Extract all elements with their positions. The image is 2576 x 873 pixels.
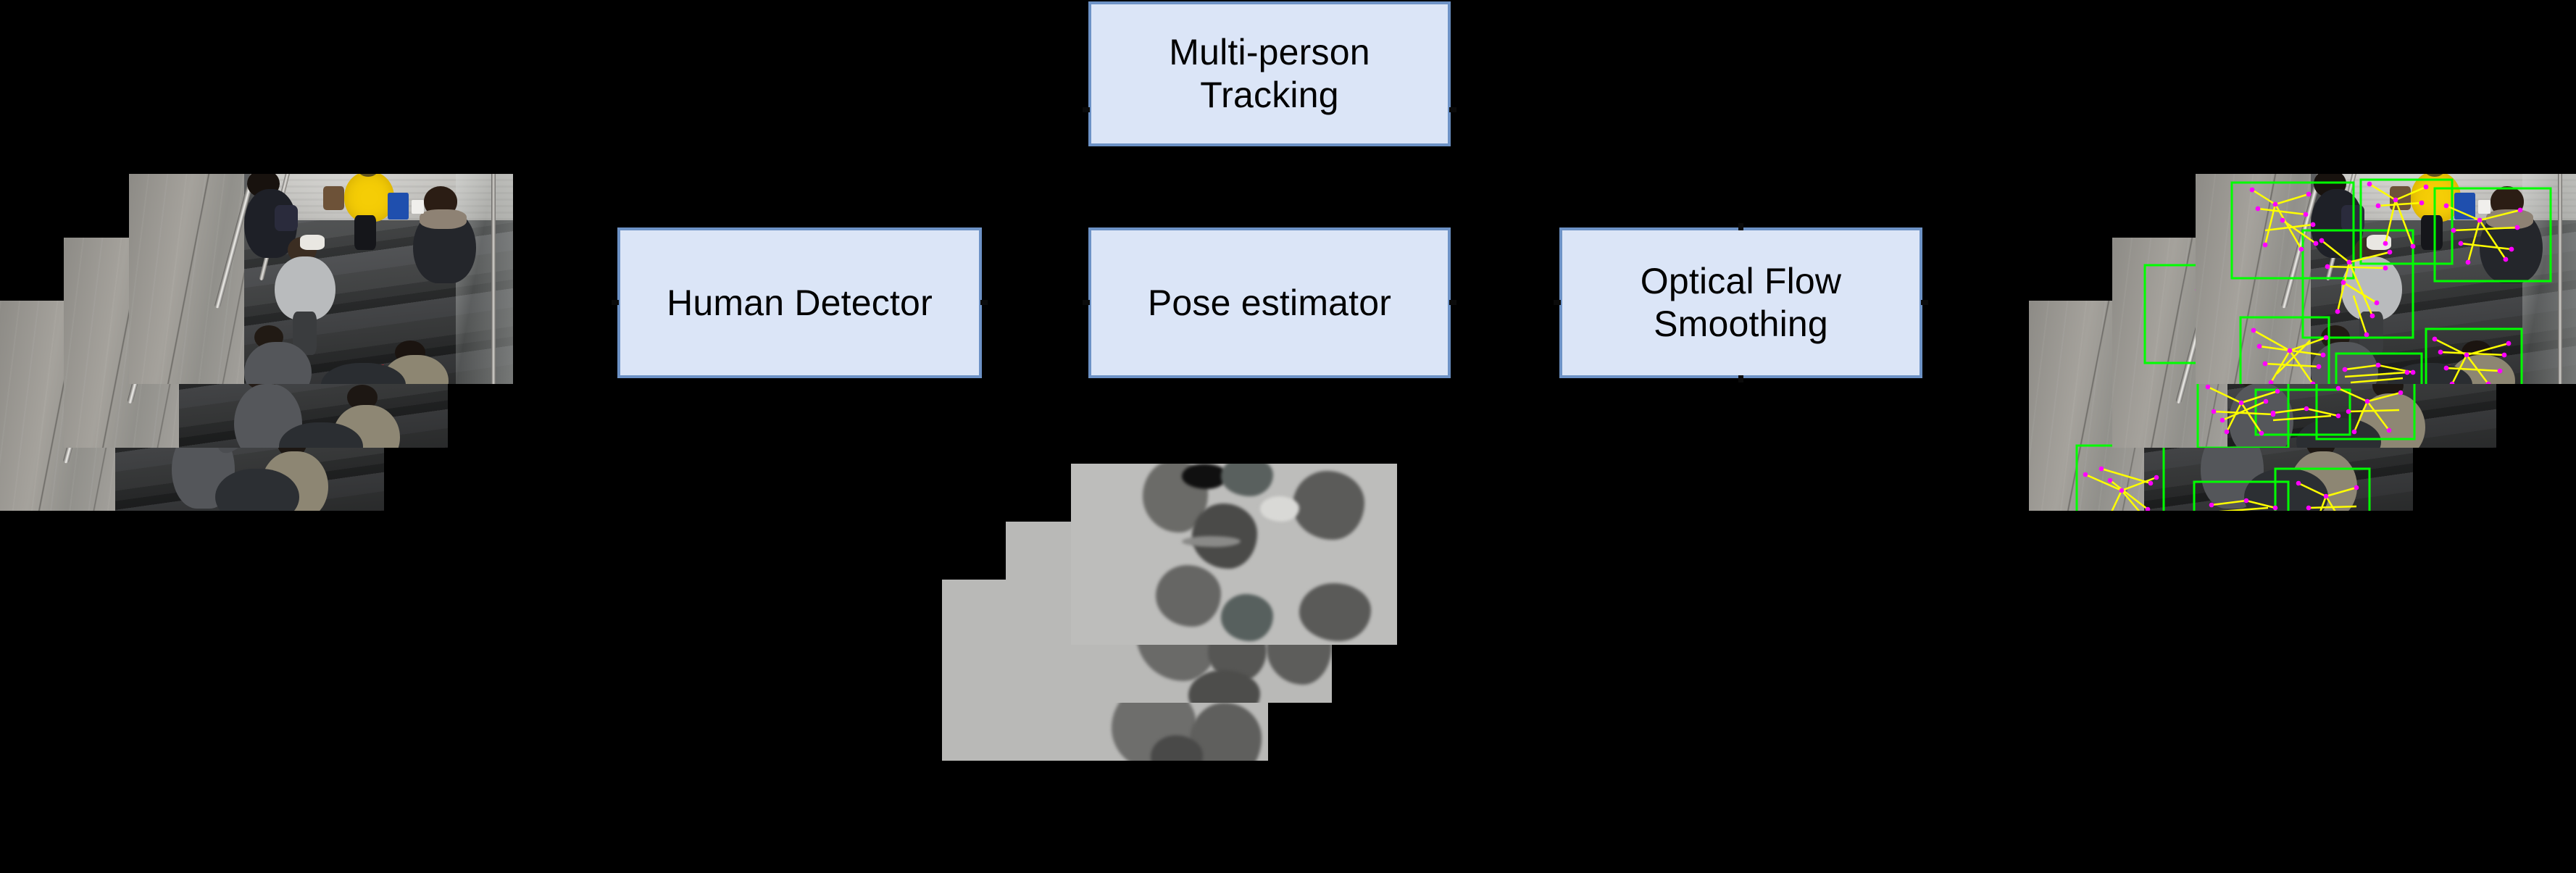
glass-balustrade <box>455 174 513 384</box>
flow-frame-1 <box>1071 464 1397 645</box>
connector-nub-left <box>1083 300 1090 305</box>
connector-nub-right <box>1921 300 1928 305</box>
flow-blob-person <box>1293 471 1364 540</box>
flow-blob-person <box>1221 464 1273 496</box>
pedestrian-fur-collar <box>412 186 478 283</box>
flow-blob-person <box>1182 464 1227 489</box>
input-video-frame-stack <box>0 174 529 536</box>
label-line-1: Optical Flow <box>1640 261 1842 301</box>
pedestrian-yellow-jacket <box>322 174 409 251</box>
white-scarf <box>299 234 325 251</box>
torso-yellow <box>343 174 394 222</box>
connector-nub-right <box>1449 107 1456 112</box>
tracked-output-frame-stack <box>2029 174 2576 536</box>
pedestrian-bottom <box>2388 363 2472 384</box>
fur-collar <box>420 209 467 230</box>
pedestrian-hooded <box>244 325 317 384</box>
legs <box>2420 214 2443 251</box>
connector-nub-right <box>980 300 988 305</box>
shopping-bag <box>388 192 409 220</box>
optical-flow-frame-stack <box>942 464 1456 797</box>
pedestrian-yellow-jacket <box>2389 174 2476 251</box>
flow-blob-person <box>1260 496 1299 522</box>
pedestrian-gray-sweater <box>275 234 343 355</box>
head <box>357 174 379 177</box>
phone <box>412 200 424 214</box>
handbag <box>2389 186 2411 211</box>
torso <box>2243 469 2329 511</box>
staircase-scene <box>2196 174 2576 384</box>
output-frame-1 <box>2196 174 2576 384</box>
head <box>2423 174 2446 177</box>
box-optical-flow-smoothing[interactable]: Optical Flow Smoothing <box>1559 227 1922 378</box>
torso-gray <box>275 256 336 320</box>
legs <box>354 214 376 251</box>
torso <box>2229 383 2294 448</box>
torso <box>2388 363 2472 384</box>
box-pose-estimator-label: Pose estimator <box>1147 282 1392 323</box>
shopping-bag <box>2454 192 2476 220</box>
box-pose-estimator[interactable]: Pose estimator <box>1088 227 1451 378</box>
pedestrian <box>2296 418 2381 448</box>
pedestrian-hooded <box>2311 325 2384 384</box>
phone <box>2478 200 2490 214</box>
torso <box>244 341 312 384</box>
pedestrian-bottom <box>321 363 406 384</box>
fur-collar <box>2486 209 2534 230</box>
flow-blob-person <box>1221 594 1273 641</box>
box-human-detector-label: Human Detector <box>667 282 933 323</box>
box-multi-person-tracking-label: Multi-person Tracking <box>1163 31 1376 117</box>
torso-gray <box>2341 256 2403 320</box>
flow-blob-person <box>1299 583 1371 641</box>
bag <box>2341 204 2365 232</box>
connector-nub-bottom <box>1738 375 1743 383</box>
torso <box>2311 341 2378 384</box>
connector-nub-right <box>1449 300 1456 305</box>
torso <box>214 469 300 511</box>
balustrade-post <box>2558 174 2563 384</box>
label-line-1: Multi-person <box>1169 32 1370 72</box>
pedestrian <box>214 469 300 511</box>
pedestrian <box>278 422 364 448</box>
label-line-2: Smoothing <box>1654 304 1828 344</box>
connector-nub-left <box>612 300 619 305</box>
balustrade-post <box>491 174 496 384</box>
flow-blob-person <box>1156 565 1221 627</box>
label-line-2: Tracking <box>1200 75 1339 115</box>
box-human-detector[interactable]: Human Detector <box>617 227 982 378</box>
pedestrian <box>2243 469 2329 511</box>
bag <box>274 204 299 232</box>
flow-blob-person <box>1182 536 1241 547</box>
connector-nub-left <box>1083 107 1090 112</box>
connector-nub-left <box>1554 300 1561 305</box>
staircase-scene <box>129 174 513 384</box>
box-multi-person-tracking[interactable]: Multi-person Tracking <box>1088 1 1451 146</box>
torso <box>278 422 364 448</box>
connector-nub-top <box>1738 223 1743 230</box>
white-scarf <box>2366 234 2392 251</box>
granite-wall <box>129 174 260 384</box>
pedestrian-fur-collar <box>2478 186 2545 283</box>
torso-yellow <box>2410 174 2461 222</box>
torso <box>2296 418 2381 448</box>
input-frame-1 <box>129 174 513 384</box>
granite-wall <box>2196 174 2327 384</box>
torso <box>321 363 406 384</box>
box-optical-flow-smoothing-label: Optical Flow Smoothing <box>1635 260 1847 346</box>
handbag <box>322 186 344 211</box>
